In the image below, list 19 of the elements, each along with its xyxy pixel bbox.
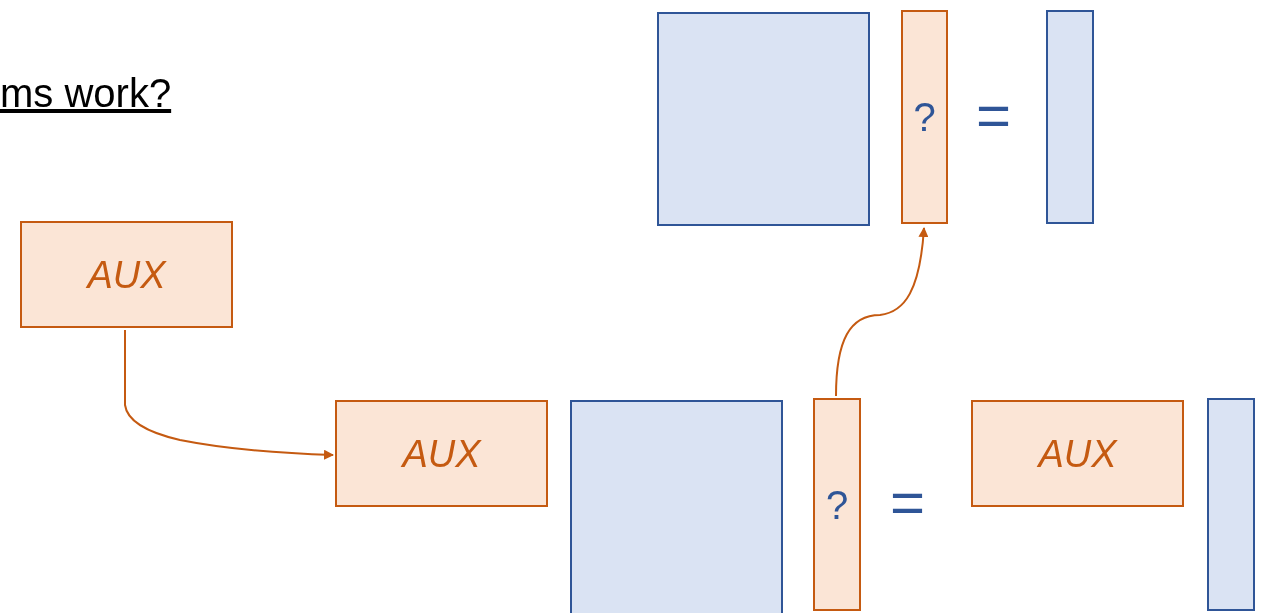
curved-arrow [124, 329, 334, 460]
vector-box [813, 398, 861, 611]
aux-box [20, 221, 233, 328]
unknown-symbol: ? [825, 484, 849, 525]
vector-box [901, 10, 948, 224]
vector-box [1207, 398, 1255, 611]
equals-sign: = [890, 473, 926, 533]
vector-box [1046, 10, 1094, 224]
box-label: AUX [1038, 434, 1117, 473]
curved-arrow [835, 227, 929, 397]
aux-box [971, 400, 1184, 507]
matrix-box [657, 12, 870, 226]
aux-box [335, 400, 548, 507]
unknown-symbol: ? [913, 97, 936, 137]
box-label: AUX [402, 434, 481, 473]
matrix-box [570, 400, 783, 613]
title: ms work? [0, 70, 172, 117]
box-label: AUX [87, 255, 166, 294]
equals-sign: = [976, 86, 1012, 146]
